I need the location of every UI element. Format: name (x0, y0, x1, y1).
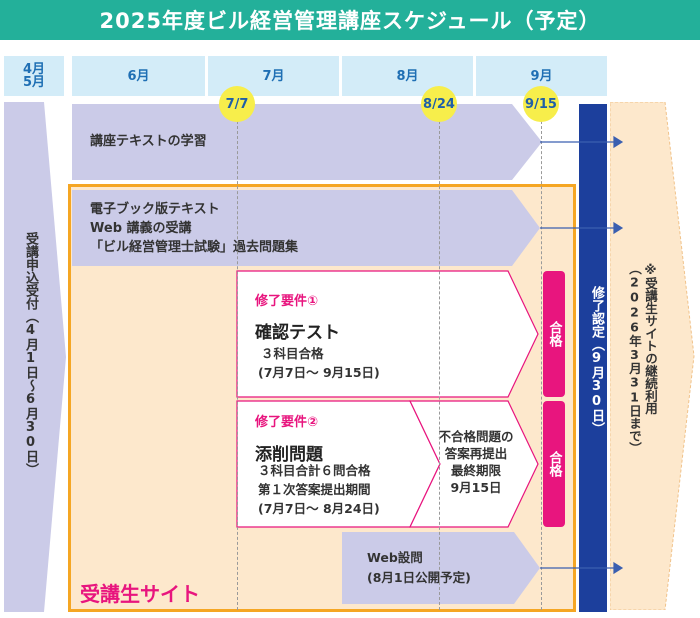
month-header-aug: 8月 (342, 56, 473, 96)
pass-badge-2: 合格 (543, 401, 565, 527)
requirement2-label: 修了要件② (255, 415, 319, 430)
student-site-label: 受講生サイト (80, 582, 200, 606)
resubmit-line2: 答案再提出 (444, 446, 508, 461)
web-question-line1: Web設問 (367, 550, 423, 565)
date-marker-jul7: 7/7 (219, 86, 255, 122)
ebook-text: 電子ブック版テキスト Web 講義の受講 「ビル経営管理士試験」過去問題集 (90, 200, 298, 257)
resubmit-line4: 9月15日 (450, 480, 502, 495)
continued-use-text: ※受講生サイトの継続利用（2026年3月31日まで） (627, 262, 658, 455)
reception-arrow (4, 102, 66, 612)
requirement1-line1: ３科目合格 (261, 346, 324, 361)
requirement1-title: 確認テスト (255, 323, 340, 343)
month-header-jun: 6月 (72, 56, 205, 96)
date-marker-aug24: 8/24 (421, 86, 457, 122)
web-question-text: Web設問 (8月1日公開予定) (367, 548, 471, 588)
resubmit-line1: 不合格問題の (438, 429, 514, 444)
month-label: 6月 (127, 68, 150, 84)
pass-label: 合格 (546, 451, 562, 477)
ebook-line2: Web 講義の受講 (90, 221, 192, 236)
page-title: 2025年度ビル経営管理講座スケジュール（予定） (0, 0, 700, 40)
requirement1-label: 修了要件① (255, 294, 319, 309)
date-line-aug24 (439, 116, 440, 610)
date-marker-sep15: 9/15 (523, 86, 559, 122)
continued-use-arrow (610, 102, 695, 610)
month-label: 7月 (262, 68, 285, 84)
ebook-arrow (72, 190, 540, 266)
completion-bar (579, 104, 607, 612)
requirement2-title: 添削問題 (255, 445, 323, 465)
month-header-apr-may: 4月 5月 (4, 56, 64, 96)
web-question-line2: (8月1日公開予定) (367, 570, 471, 585)
date-label: 9/15 (525, 96, 557, 112)
month-label: 8月 (396, 68, 419, 84)
web-question-arrow (342, 532, 540, 604)
month-label: 4月 5月 (22, 62, 46, 90)
requirement2-box (236, 400, 539, 528)
connector-arrows (540, 135, 624, 575)
pass-label: 合格 (546, 321, 562, 347)
date-label: 8/24 (423, 96, 455, 112)
study-label: 講座テキストの学習 (90, 134, 207, 149)
ebook-line3: 「ビル経営管理士試験」過去問題集 (90, 240, 299, 255)
pass-badge-1: 合格 (543, 271, 565, 397)
date-line-sep15 (541, 116, 542, 610)
month-label: 9月 (530, 68, 553, 84)
study-arrow (72, 104, 542, 180)
requirement1-line2: (7月7日～ 9月15日) (258, 365, 380, 380)
resubmit-line3: 最終期限 (450, 463, 501, 478)
requirement2-line3: (7月7日～ 8月24日) (258, 501, 380, 516)
date-label: 7/7 (225, 96, 249, 112)
reception-text: 受講申込受付（4月1日～6月30日） (23, 232, 38, 476)
resubmit-text: 不合格問題の 答案再提出 最終期限 9月15日 (430, 428, 522, 496)
requirement2-line1: ３科目合計６問合格 (258, 463, 371, 478)
ebook-line1: 電子ブック版テキスト (90, 202, 220, 217)
completion-text: 修了認定（9月30日） (589, 286, 604, 435)
date-line-jul7 (237, 116, 238, 610)
requirement2-line2: 第１次答案提出期間 (258, 482, 371, 497)
